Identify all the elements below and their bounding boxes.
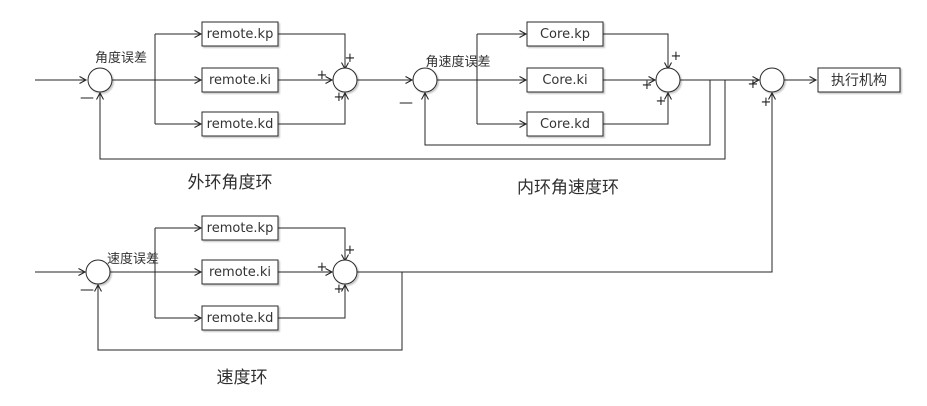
speed-loop-caption: 速度环 xyxy=(217,368,268,388)
wire-core-kp-out xyxy=(603,33,672,71)
core-sum-plus-bottom: + xyxy=(656,94,667,109)
inner-rate-loop-caption: 内环角速度环 xyxy=(517,178,619,198)
block-speed-ki xyxy=(201,259,279,285)
block-core-ki xyxy=(526,67,604,93)
speed-sum-plus-left: + xyxy=(317,260,328,275)
sum-junction-core-pid xyxy=(655,67,681,93)
speed-loop: remote.kp remote.ki remote.kd — + + + 速度… xyxy=(35,91,776,388)
block-remote-ki xyxy=(201,67,279,93)
wire-speed-kd-out xyxy=(278,283,349,319)
wire-speed-sum-out xyxy=(357,91,776,273)
outer-angle-loop: remote.kp remote.ki remote.kd — + + + 角度… xyxy=(35,21,726,193)
block-core-kp xyxy=(526,21,604,47)
block-remote-kp-label: remote.kp xyxy=(207,27,274,42)
wire-speed-kp-out xyxy=(278,227,349,263)
output-sum-plus-left: + xyxy=(748,77,759,92)
speed-sum-plus-bottom: + xyxy=(334,282,345,297)
wire-remote-kd-out xyxy=(278,91,349,125)
wire-angle-feedback xyxy=(96,80,726,160)
wire-speed-feedback xyxy=(94,272,403,351)
inner-rate-loop: Core.kp Core.ki Core.kd — + + + 角速度误差 内环… xyxy=(399,21,761,198)
block-remote-kp xyxy=(201,21,279,47)
actuator-label: 执行机构 xyxy=(831,73,887,89)
block-core-ki-label: Core.ki xyxy=(542,73,587,88)
sum-junction-speed-pid xyxy=(332,259,358,285)
block-core-kd-label: Core.kd xyxy=(540,117,590,132)
block-remote-kd xyxy=(201,111,279,137)
sum-junction-output xyxy=(759,67,785,93)
block-actuator xyxy=(817,67,901,93)
sum-junction-angle-error xyxy=(87,67,113,93)
core-sum-plus-left: + xyxy=(642,78,653,93)
wire-rate-feedback xyxy=(421,80,711,146)
rate-error-label: 角速度误差 xyxy=(425,54,490,70)
block-core-kp-label: Core.kp xyxy=(540,27,590,42)
output-sum-plus-bottom: + xyxy=(761,95,772,110)
sum-junction-remote-pid xyxy=(332,67,358,93)
block-speed-kd xyxy=(201,305,279,331)
remote-sum-plus-top: + xyxy=(345,51,356,66)
sum-junction-rate-error xyxy=(412,67,438,93)
block-remote-ki-label: remote.ki xyxy=(209,73,271,88)
speed-junction-minus-sign: — xyxy=(80,282,94,298)
speed-error-label: 速度误差 xyxy=(107,251,159,267)
speed-sum-plus-top: + xyxy=(345,243,356,258)
remote-sum-plus-bottom: + xyxy=(334,90,345,105)
block-remote-kd-label: remote.kd xyxy=(207,117,274,132)
rate-junction-minus-sign: — xyxy=(399,95,413,111)
wire-remote-kp-out xyxy=(278,33,349,71)
wire-core-kd-out xyxy=(603,91,672,125)
output-stage: + + 执行机构 xyxy=(748,67,901,110)
angle-junction-minus-sign: — xyxy=(80,90,94,106)
block-speed-kp xyxy=(201,215,279,241)
block-speed-kp-label: remote.kp xyxy=(207,221,274,236)
core-sum-plus-top: + xyxy=(671,49,682,64)
block-core-kd xyxy=(526,111,604,137)
remote-sum-plus-left: + xyxy=(317,68,328,83)
outer-angle-loop-caption: 外环角度环 xyxy=(188,173,273,193)
block-speed-ki-label: remote.ki xyxy=(209,265,271,280)
angle-error-label: 角度误差 xyxy=(95,50,147,66)
block-speed-kd-label: remote.kd xyxy=(207,311,274,326)
sum-junction-speed-error xyxy=(85,259,111,285)
